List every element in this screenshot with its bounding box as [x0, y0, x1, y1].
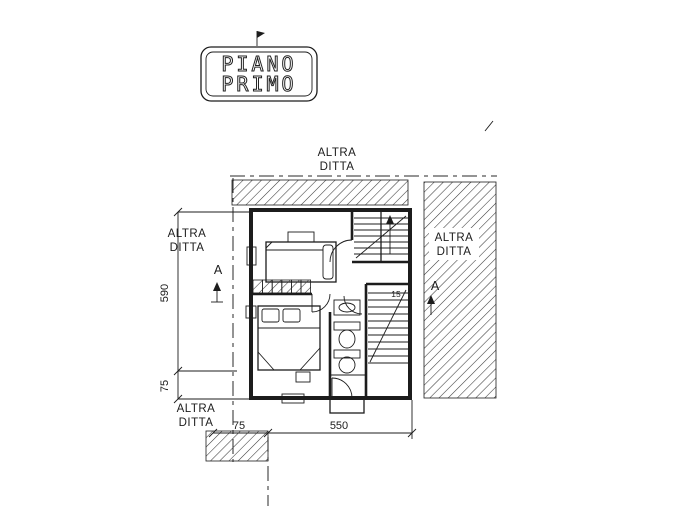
section-arrow-icon	[211, 282, 223, 303]
dim-left-main: 590	[159, 284, 171, 302]
section-letter-left: A	[214, 263, 223, 277]
neighbor-label-top: ALTRA DITTA	[318, 147, 357, 173]
section-marker-right: A	[427, 279, 440, 315]
door-arc-bedroom2	[311, 293, 331, 313]
neighbor-bottomleft-line2: DITTA	[179, 417, 214, 429]
section-letter-right: A	[431, 279, 440, 293]
dimension-left: 590 75	[159, 207, 252, 404]
stairs-lower: 15	[368, 289, 408, 364]
dim-bottom-left: 75	[233, 420, 245, 432]
neighbor-label-right: ALTRA DITTA	[429, 228, 479, 260]
dim-bottom-main: 550	[330, 420, 348, 432]
stair-direction-arrow-icon	[386, 215, 394, 254]
dimension-bottom: 75 550	[208, 400, 417, 439]
balcony	[329, 397, 365, 414]
title-line-1: PIANO	[221, 52, 296, 76]
stray-tick-mark	[484, 120, 494, 132]
neighbor-right-line1: ALTRA	[435, 232, 474, 244]
bench-foot-of-bed	[295, 371, 311, 383]
sink	[333, 299, 361, 316]
neighbor-label-bottom-left: ALTRA DITTA	[177, 403, 216, 429]
hatch-area-right	[423, 181, 497, 399]
wardrobe	[252, 279, 312, 294]
section-marker-left: A	[211, 263, 223, 303]
neighbor-left-line2: DITTA	[170, 242, 205, 254]
stairs-step-count: 15	[391, 289, 401, 299]
hatch-area-top	[231, 179, 409, 206]
interior-walls	[251, 212, 408, 396]
title-block: PIANO PRIMO	[200, 31, 318, 102]
floor-plan: 15	[245, 208, 412, 414]
neighbor-bottomleft-line1: ALTRA	[177, 403, 216, 415]
neighbor-right-line2: DITTA	[437, 246, 472, 258]
label-mask	[429, 228, 479, 260]
neighbor-top-line1: ALTRA	[318, 147, 357, 159]
neighbor-top-line2: DITTA	[320, 161, 355, 173]
neighbor-left-line1: ALTRA	[168, 228, 207, 240]
door-arc-balcony	[331, 377, 353, 399]
title-inner-frame	[205, 51, 313, 97]
section-arrow-icon	[427, 295, 435, 315]
nightstand-left	[245, 305, 257, 319]
window-left	[246, 246, 257, 266]
bathroom-fixtures	[333, 299, 361, 374]
window-bottom	[281, 393, 305, 404]
hatch-area-bottom-left	[205, 430, 269, 462]
stairs-upper	[354, 212, 408, 262]
title-line-2: PRIMO	[221, 72, 296, 96]
toilet	[333, 321, 361, 349]
bed-2	[257, 305, 321, 371]
dim-left-lower: 75	[159, 380, 171, 392]
title-outer-frame	[200, 46, 318, 102]
flag-marker-icon	[256, 31, 265, 46]
bidet	[333, 349, 361, 374]
